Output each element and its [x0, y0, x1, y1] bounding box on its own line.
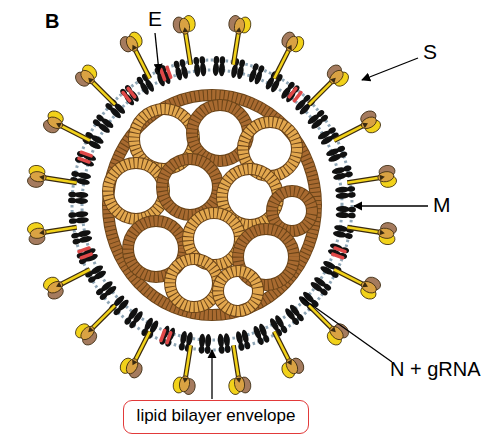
m-protein [108, 294, 131, 317]
lipid-membrane [72, 60, 352, 350]
spike-protein [73, 62, 123, 112]
spike-protein [172, 15, 201, 67]
spike-protein [301, 298, 351, 348]
spike-protein [264, 327, 306, 381]
callout-box: lipid bilayer envelope [123, 400, 309, 434]
m-protein [119, 84, 141, 107]
lipid-layer [72, 60, 352, 350]
coil-outline [218, 271, 258, 311]
spike-protein [41, 260, 95, 302]
part-label: N + gRNA [390, 358, 481, 381]
m-protein [95, 280, 118, 302]
m-protein [268, 314, 288, 337]
spike-protein [346, 164, 398, 193]
m-protein [252, 323, 271, 346]
e-protein [121, 86, 137, 103]
m-protein [74, 150, 97, 168]
spike-protein [118, 30, 160, 84]
m-protein [317, 126, 340, 146]
spike-protein [223, 344, 252, 396]
m-protein [325, 145, 348, 164]
m-protein [198, 334, 211, 355]
m-protein [331, 165, 353, 181]
m-protein [173, 59, 189, 81]
nucleocapsid-coil [108, 95, 316, 315]
nucleocapsid-coil [162, 159, 218, 215]
membrane-proteins [27, 15, 398, 396]
m-protein [193, 56, 207, 77]
m-protein [336, 206, 357, 219]
nucleocapsid-coil [218, 271, 258, 311]
coil-outline [170, 259, 218, 307]
panel-letter: B [45, 10, 59, 33]
coil-outline [162, 159, 218, 215]
m-protein [123, 306, 144, 329]
spike-protein [27, 164, 79, 193]
spike-protein [301, 62, 351, 112]
m-protein [327, 242, 350, 260]
e-protein [287, 86, 303, 103]
leader-lines [155, 33, 428, 399]
m-protein [71, 229, 93, 245]
spike-protein [329, 108, 383, 150]
spike-protein [223, 15, 252, 67]
m-protein [335, 186, 356, 200]
m-protein [283, 303, 305, 326]
m-protein [68, 191, 89, 204]
spike-protein [329, 260, 383, 302]
m-protein [84, 264, 107, 284]
coil-outline [108, 95, 316, 315]
leader-line [155, 33, 159, 72]
m-protein [154, 64, 173, 87]
m-protein [297, 290, 320, 313]
box-text: lipid bilayer envelope [136, 406, 296, 426]
nucleocapsid-coil [272, 191, 312, 231]
leader-line [211, 350, 212, 399]
m-protein [92, 113, 115, 134]
spike-protein [264, 30, 306, 84]
m-protein [159, 325, 177, 348]
ribonucleoprotein [108, 95, 316, 315]
m-protein [68, 211, 89, 225]
e-protein [77, 150, 94, 164]
part-label: M [433, 193, 451, 217]
m-protein [235, 329, 251, 351]
coil-outline [272, 191, 312, 231]
e-protein [159, 65, 173, 82]
spike-protein [118, 327, 160, 381]
m-protein [280, 80, 301, 103]
part-label: S [423, 40, 437, 64]
m-protein [217, 333, 231, 354]
e-protein [331, 246, 348, 260]
e-protein [159, 328, 173, 345]
leader-line [302, 298, 392, 362]
spike-protein [346, 216, 398, 245]
m-protein [104, 97, 127, 120]
spike-protein [172, 344, 201, 396]
m-protein [213, 56, 226, 77]
spike-protein [73, 298, 123, 348]
nucleocapsid-coil [108, 163, 164, 219]
leader-line [362, 58, 418, 80]
nucleocapsid-coil [170, 259, 218, 307]
m-protein [247, 62, 265, 85]
e-protein [77, 246, 94, 260]
m-protein [76, 247, 99, 266]
m-protein [306, 109, 329, 131]
spike-protein [27, 216, 79, 245]
m-protein [135, 73, 155, 96]
m-protein [309, 275, 332, 296]
part-label: E [148, 7, 162, 31]
leader-line [354, 205, 428, 206]
coil-outline [108, 163, 164, 219]
spike-protein [41, 108, 95, 150]
